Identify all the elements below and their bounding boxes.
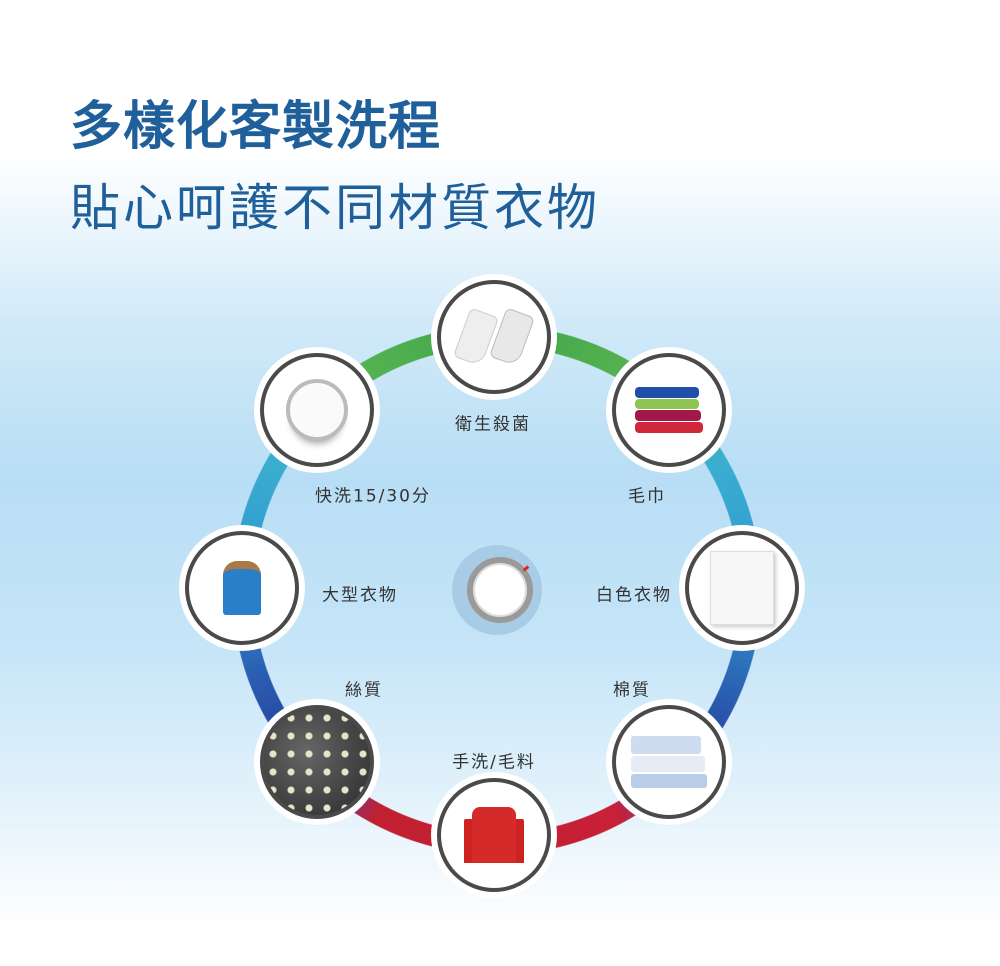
- page-subtitle: 貼心呵護不同材質衣物: [70, 179, 600, 237]
- white-shirt-icon: [685, 531, 799, 645]
- drum-door: [467, 557, 533, 623]
- sweater-icon: [437, 778, 551, 892]
- page-title: 多樣化客製洗程: [70, 97, 442, 157]
- program-label-towels: 毛巾: [628, 486, 666, 507]
- program-label-bulky: 大型衣物: [322, 585, 398, 606]
- program-label-quick-wash: 快洗15/30分: [315, 486, 431, 507]
- program-label-silk: 絲質: [345, 680, 383, 701]
- program-label-whites: 白色衣物: [596, 585, 672, 606]
- program-label-handwash-wool: 手洗/毛料: [452, 752, 536, 773]
- cotton-shirts-icon: [612, 705, 726, 819]
- stopwatch-icon: [260, 353, 374, 467]
- program-label-sanitize: 衛生殺菌: [455, 414, 531, 435]
- socks-icon: [437, 280, 551, 394]
- jacket-icon: [185, 531, 299, 645]
- program-label-cotton: 棉質: [613, 680, 651, 701]
- towels-icon: [612, 353, 726, 467]
- silk-icon: [260, 705, 374, 819]
